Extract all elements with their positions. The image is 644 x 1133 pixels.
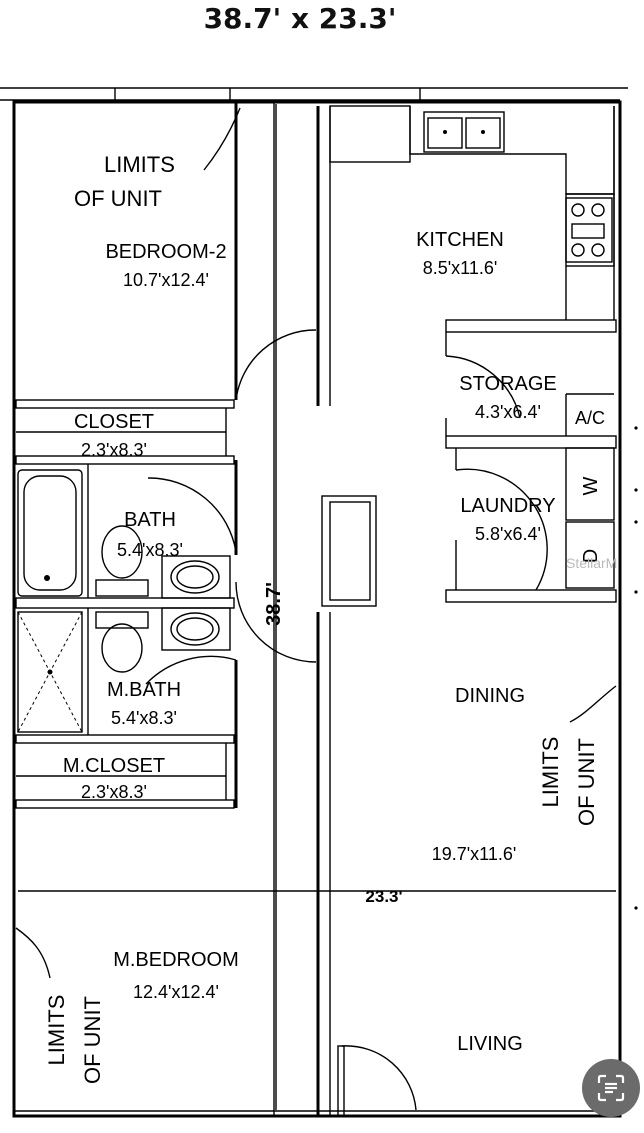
dryer: D <box>565 521 615 589</box>
bath-lavatory <box>161 555 231 599</box>
top-boundary <box>0 87 628 101</box>
dimension-lines <box>13 104 621 1110</box>
ac-label: A/C <box>575 408 605 428</box>
limits-label-3-line1: LIMITS <box>44 995 69 1066</box>
limits-label-2-line1: LIMITS <box>538 737 563 808</box>
dining-name: DINING <box>455 685 525 707</box>
kitchen-name: KITCHEN <box>416 229 504 251</box>
limits-label-1-line1: LIMITS <box>104 152 175 177</box>
limits-label-2-line2: OF UNIT <box>574 738 599 826</box>
living-name: LIVING <box>457 1033 523 1055</box>
bedroom2-name: BEDROOM-2 <box>105 241 226 263</box>
storage-name: STORAGE <box>459 373 556 395</box>
limits-label-1-line2: OF UNIT <box>74 186 162 211</box>
laundry-size: 5.8'x6.4' <box>475 524 541 544</box>
bedroom2-size: 10.7'x12.4' <box>123 270 209 290</box>
limits-leaders <box>15 107 617 979</box>
closet-name: CLOSET <box>74 411 154 433</box>
mbath-lavatory <box>161 607 231 651</box>
door-swings <box>145 329 548 1117</box>
laundry-name: LAUNDRY <box>460 495 555 517</box>
living-dining-size: 19.7'x11.6' <box>432 844 517 864</box>
kitchen-sink <box>423 111 505 153</box>
mcloset-name: M.CLOSET <box>63 755 165 777</box>
mbath-toilet <box>95 611 149 673</box>
scan-text-button[interactable] <box>582 1059 640 1117</box>
width-dimension: 23.3' <box>365 887 402 906</box>
mbedroom-name: M.BEDROOM <box>113 949 239 971</box>
mbath-size: 5.4'x8.3' <box>111 708 177 728</box>
bath-name: BATH <box>124 509 176 531</box>
bath-size: 5.4'x8.3' <box>117 540 183 560</box>
washer-label: W <box>580 476 602 495</box>
dryer-label: D <box>580 549 602 563</box>
mbedroom-size: 12.4'x12.4' <box>133 982 219 1002</box>
edge-marks <box>634 426 638 910</box>
scan-text-icon <box>597 1074 625 1102</box>
washer: W <box>565 447 615 521</box>
mbath-name: M.BATH <box>107 679 181 701</box>
bath-toilet <box>95 525 149 597</box>
closet-size: 2.3'x8.3' <box>81 440 147 460</box>
bathtub <box>17 469 83 597</box>
mcloset-size: 2.3'x8.3' <box>81 782 147 802</box>
stove <box>565 197 613 263</box>
plan-title: 38.7' x 23.3' <box>204 2 397 35</box>
watermark: StellarM <box>566 555 617 571</box>
shower <box>17 611 83 733</box>
storage-size: 4.3'x6.4' <box>475 402 541 422</box>
kitchen-size: 8.5'x11.6' <box>423 258 498 278</box>
limits-label-3-line2: OF UNIT <box>80 996 105 1084</box>
interior-walls <box>15 102 617 1116</box>
length-dimension: 38.7' <box>263 582 285 626</box>
